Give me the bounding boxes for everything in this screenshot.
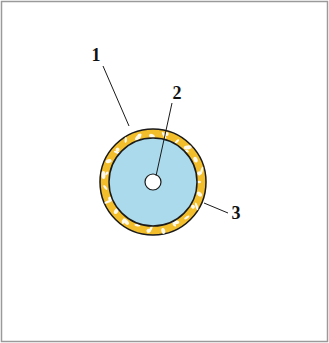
speckle: [161, 228, 166, 235]
callout-number: 3: [232, 203, 241, 223]
sheath-texture: [101, 131, 203, 234]
leader-line: [103, 66, 129, 126]
speckle: [196, 191, 203, 198]
core-conductor: [145, 174, 161, 190]
leader-line: [156, 103, 172, 176]
speckle: [103, 184, 109, 190]
speckle: [146, 228, 151, 233]
speckle: [105, 171, 109, 176]
callout-box: 2: [173, 84, 182, 103]
speckle: [192, 156, 198, 163]
callout-number: 1: [92, 45, 101, 65]
speckle: [137, 133, 141, 136]
speckle: [124, 137, 127, 143]
callout-box: 3: [232, 204, 241, 223]
speckle: [115, 147, 121, 153]
speckle: [101, 171, 105, 179]
insulation-layer: [109, 138, 197, 226]
speckle: [105, 158, 112, 164]
outer-sheath: [100, 129, 206, 235]
speckle: [194, 202, 199, 210]
leader-line: [204, 203, 228, 213]
speckle: [172, 223, 177, 227]
callout-box: 1: [92, 46, 101, 65]
speckle: [184, 215, 190, 220]
callout-number: 2: [173, 83, 182, 103]
speckle: [183, 145, 191, 150]
speckle: [121, 220, 124, 224]
